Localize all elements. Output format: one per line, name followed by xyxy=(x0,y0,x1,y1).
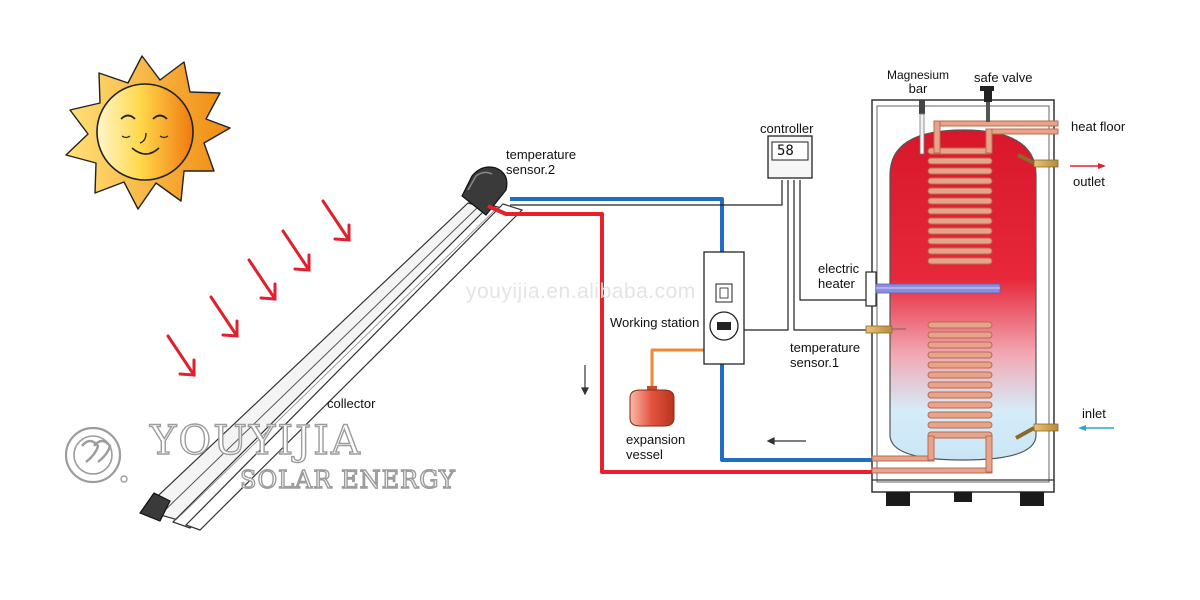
sunlight-arrows xyxy=(166,199,351,377)
sunlight-arrow-icon xyxy=(247,258,277,301)
working-station-label: Working station xyxy=(610,315,700,330)
expansion-vessel-label: expansion vessel xyxy=(626,432,686,462)
magnesium-bar-label: Magnesium bar xyxy=(886,68,950,96)
solar-loop-connections xyxy=(871,435,993,474)
inlet-label: inlet xyxy=(1082,406,1106,421)
flow-arrow-icon xyxy=(581,365,806,445)
temperature-sensor-1-label: temperature sensor.1 xyxy=(790,340,861,370)
sunlight-arrow-icon xyxy=(321,199,351,242)
outlet-arrow-icon xyxy=(1070,163,1106,169)
sunlight-arrow-icon xyxy=(209,295,239,338)
heat-floor-pipes xyxy=(933,120,1059,154)
electric-heater-label: electric heater xyxy=(818,261,860,291)
collector-label: collector xyxy=(327,396,376,411)
safe-valve-label: safe valve xyxy=(974,70,1033,85)
expansion-pipe xyxy=(650,348,704,390)
brand-name: YOUYIJIA xyxy=(149,417,362,464)
watermark-text: youyijia.en.alibaba.com xyxy=(466,280,696,303)
outlet-fitting xyxy=(1017,153,1059,168)
storage-tank xyxy=(871,99,1055,506)
inlet-fitting xyxy=(1015,423,1059,440)
magnesium-bar xyxy=(919,100,925,155)
electric-heater xyxy=(865,271,1001,307)
outlet-label: outlet xyxy=(1073,174,1105,189)
working-station xyxy=(703,251,745,365)
heat-floor-label: heat floor xyxy=(1071,119,1126,134)
lower-heat-coil xyxy=(927,321,993,439)
sunlight-arrow-icon xyxy=(281,229,311,272)
sun-icon xyxy=(65,55,231,210)
temperature-sensor-2-label: temperature sensor.2 xyxy=(506,147,577,177)
controller xyxy=(767,135,813,179)
upper-heat-coil xyxy=(927,147,993,265)
hot-pipe xyxy=(487,204,872,474)
controller-label: controller xyxy=(760,121,814,136)
brand-tagline: SOLAR ENERGY xyxy=(239,465,456,494)
inlet-arrow-icon xyxy=(1078,425,1114,431)
safe-valve xyxy=(980,86,994,122)
expansion-vessel xyxy=(629,386,675,427)
controller-display: 58 xyxy=(777,143,794,159)
temperature-sensor-1-probe xyxy=(865,325,906,334)
brand-logo-icon xyxy=(64,426,128,484)
sunlight-arrow-icon xyxy=(166,334,196,377)
